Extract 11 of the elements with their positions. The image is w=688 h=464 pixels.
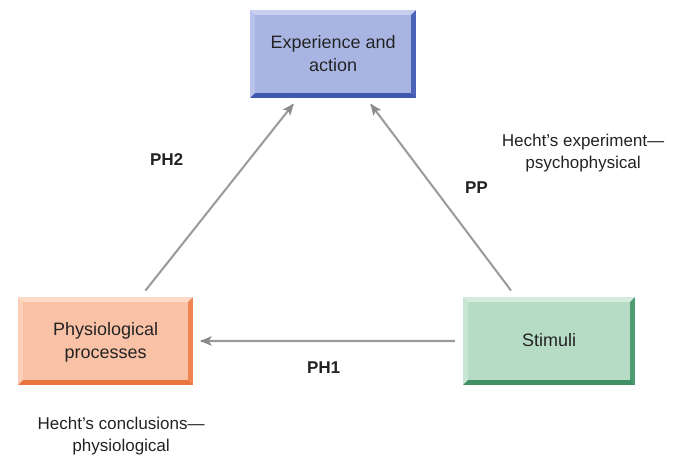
note: Hecht’s experiment—psychophysical (500, 130, 666, 174)
process-box (18, 297, 193, 385)
arrow (144, 103, 294, 292)
box-label: Stimuli (520, 329, 577, 352)
process-box (463, 297, 635, 385)
arrow (200, 336, 455, 346)
note: Hecht’s conclusions—physiological (36, 413, 206, 458)
process-box (250, 10, 416, 98)
arrow (370, 104, 512, 292)
box-label: Experience and action (269, 30, 397, 77)
box-label: Physiological processes (52, 318, 160, 364)
